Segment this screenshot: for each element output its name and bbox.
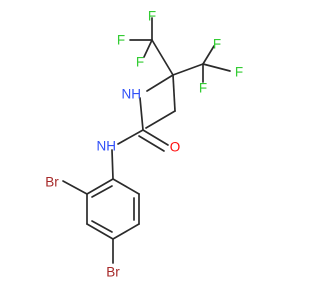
atom-labels: F F F F F F NH NH O Br Br (45, 9, 243, 280)
bond-cf3a-cq (151, 39, 174, 76)
fluorine-label: F (199, 81, 207, 96)
bond-ring (112, 223, 140, 240)
bond-cq-cf3b (172, 63, 204, 76)
fluorine-label: F (213, 37, 221, 52)
bond-cq-n1 (146, 74, 174, 92)
bond-ring (112, 178, 140, 195)
bond-ch2-ch3 (145, 110, 176, 129)
oxygen-label: O (170, 140, 181, 155)
bond-n2-ring (111, 149, 114, 180)
fluorine-label: F (235, 65, 243, 80)
bond-cq-ch2 (172, 74, 176, 112)
fluorine-label: F (136, 55, 144, 70)
amine-nh-label: NH (122, 87, 142, 102)
fluorine-label: F (148, 9, 156, 24)
bond-cf3b-f (202, 63, 231, 72)
bond-ring-inner (91, 185, 113, 198)
bond-c-o (142, 129, 169, 146)
bond-ring-inner (91, 220, 113, 233)
bond-ring-br (62, 180, 88, 195)
bond-ring (86, 223, 114, 240)
bromine-label: Br (45, 175, 59, 190)
bromine-label: Br (106, 265, 120, 280)
bond-n1-c (139, 97, 144, 131)
fluorine-label: F (117, 33, 125, 48)
bond-c-o-double (138, 135, 165, 152)
bond-c-n2 (117, 129, 144, 145)
bond-cf3b-f (202, 45, 215, 65)
molecule-structure-diagram: F F F F F F NH NH O Br Br (45, 9, 243, 280)
amine-nh-label: NH (97, 139, 117, 154)
bond-cf3a-f (143, 39, 153, 58)
bonds (62, 17, 231, 264)
bond-ring (86, 178, 114, 195)
